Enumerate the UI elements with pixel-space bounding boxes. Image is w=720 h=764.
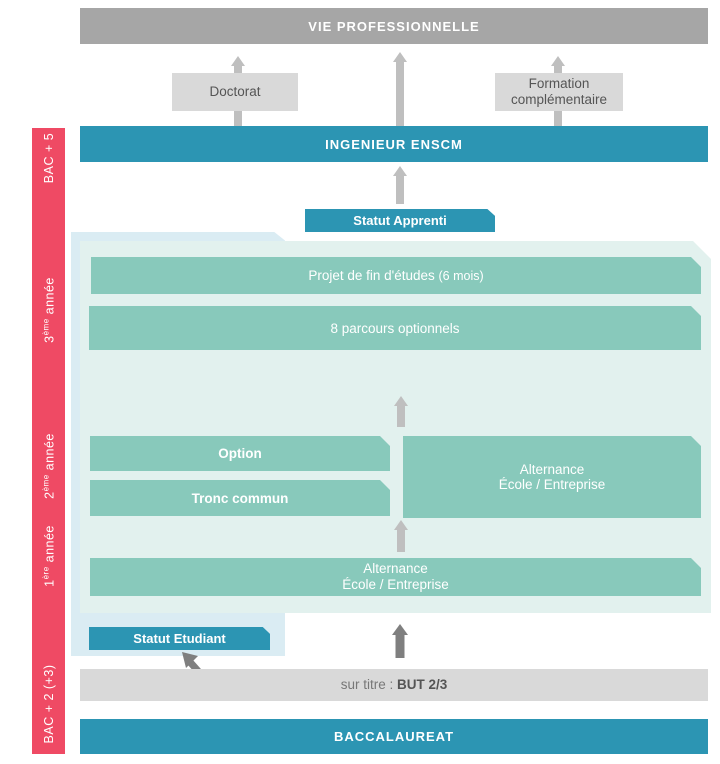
- alternance-bottom-line-2: École / Entreprise: [342, 577, 449, 592]
- side-label-3eme-annee: 3ème année: [40, 277, 57, 343]
- formation-line-2: complémentaire: [510, 92, 608, 107]
- statut-apprenti-panel: [80, 241, 711, 613]
- arrow-up-icon: [393, 52, 407, 126]
- formation-complementaire-box: Formation complémentaire: [495, 73, 623, 111]
- alternance-bottom-line-1: Alternance: [363, 561, 428, 576]
- alternance-bottom-box: Alternance École / Entreprise: [90, 558, 701, 596]
- doctorat-box: Doctorat: [172, 73, 298, 111]
- parcours-optionnels-box: 8 parcours optionnels: [89, 306, 701, 350]
- tronc-commun-box: Tronc commun: [90, 480, 390, 516]
- projet-fin-etudes-box: Projet de fin d'études (6 mois): [91, 257, 701, 294]
- arrow-up-icon: [392, 624, 408, 658]
- arrow-up-icon: [394, 396, 408, 427]
- side-label-bac5: BAC + 5: [41, 132, 56, 184]
- alternance-right-line-1: Alternance: [519, 462, 585, 477]
- alternance-right-box: Alternance École / Entreprise: [403, 436, 701, 518]
- projet-label: Projet de fin d'études: [308, 268, 435, 283]
- sur-titre-label: sur titre :: [340, 677, 394, 692]
- baccalaureat-bar: BACCALAUREAT: [80, 719, 708, 754]
- formation-line-1: Formation: [528, 76, 590, 91]
- side-label-2eme-annee: 2ème année: [40, 433, 57, 499]
- sur-titre-bar: sur titre : BUT 2/3: [80, 669, 708, 701]
- arrow-up-icon: [394, 520, 408, 552]
- side-bar-bac2: BAC + 2 (+3): [32, 654, 65, 754]
- but-value: BUT 2/3: [397, 677, 448, 692]
- statut-apprenti-tab: Statut Apprenti: [305, 209, 495, 232]
- side-label-1ere-annee: 1ère année: [40, 525, 57, 587]
- option-box: Option: [90, 436, 390, 471]
- side-bar-bac5: BAC + 5: [32, 128, 65, 188]
- vie-professionnelle-bar: VIE PROFESSIONNELLE: [80, 8, 708, 44]
- ingenieur-enscm-bar: INGENIEUR ENSCM: [80, 126, 708, 162]
- projet-duration: (6 mois): [438, 268, 484, 283]
- alternance-right-line-2: École / Entreprise: [498, 477, 606, 492]
- arrow-up-icon: [393, 166, 407, 204]
- side-label-bac2: BAC + 2 (+3): [41, 664, 56, 744]
- statut-etudiant-tab: Statut Etudiant: [89, 627, 270, 650]
- side-bar-years: 3ème année 2ème année 1ère année: [32, 188, 65, 654]
